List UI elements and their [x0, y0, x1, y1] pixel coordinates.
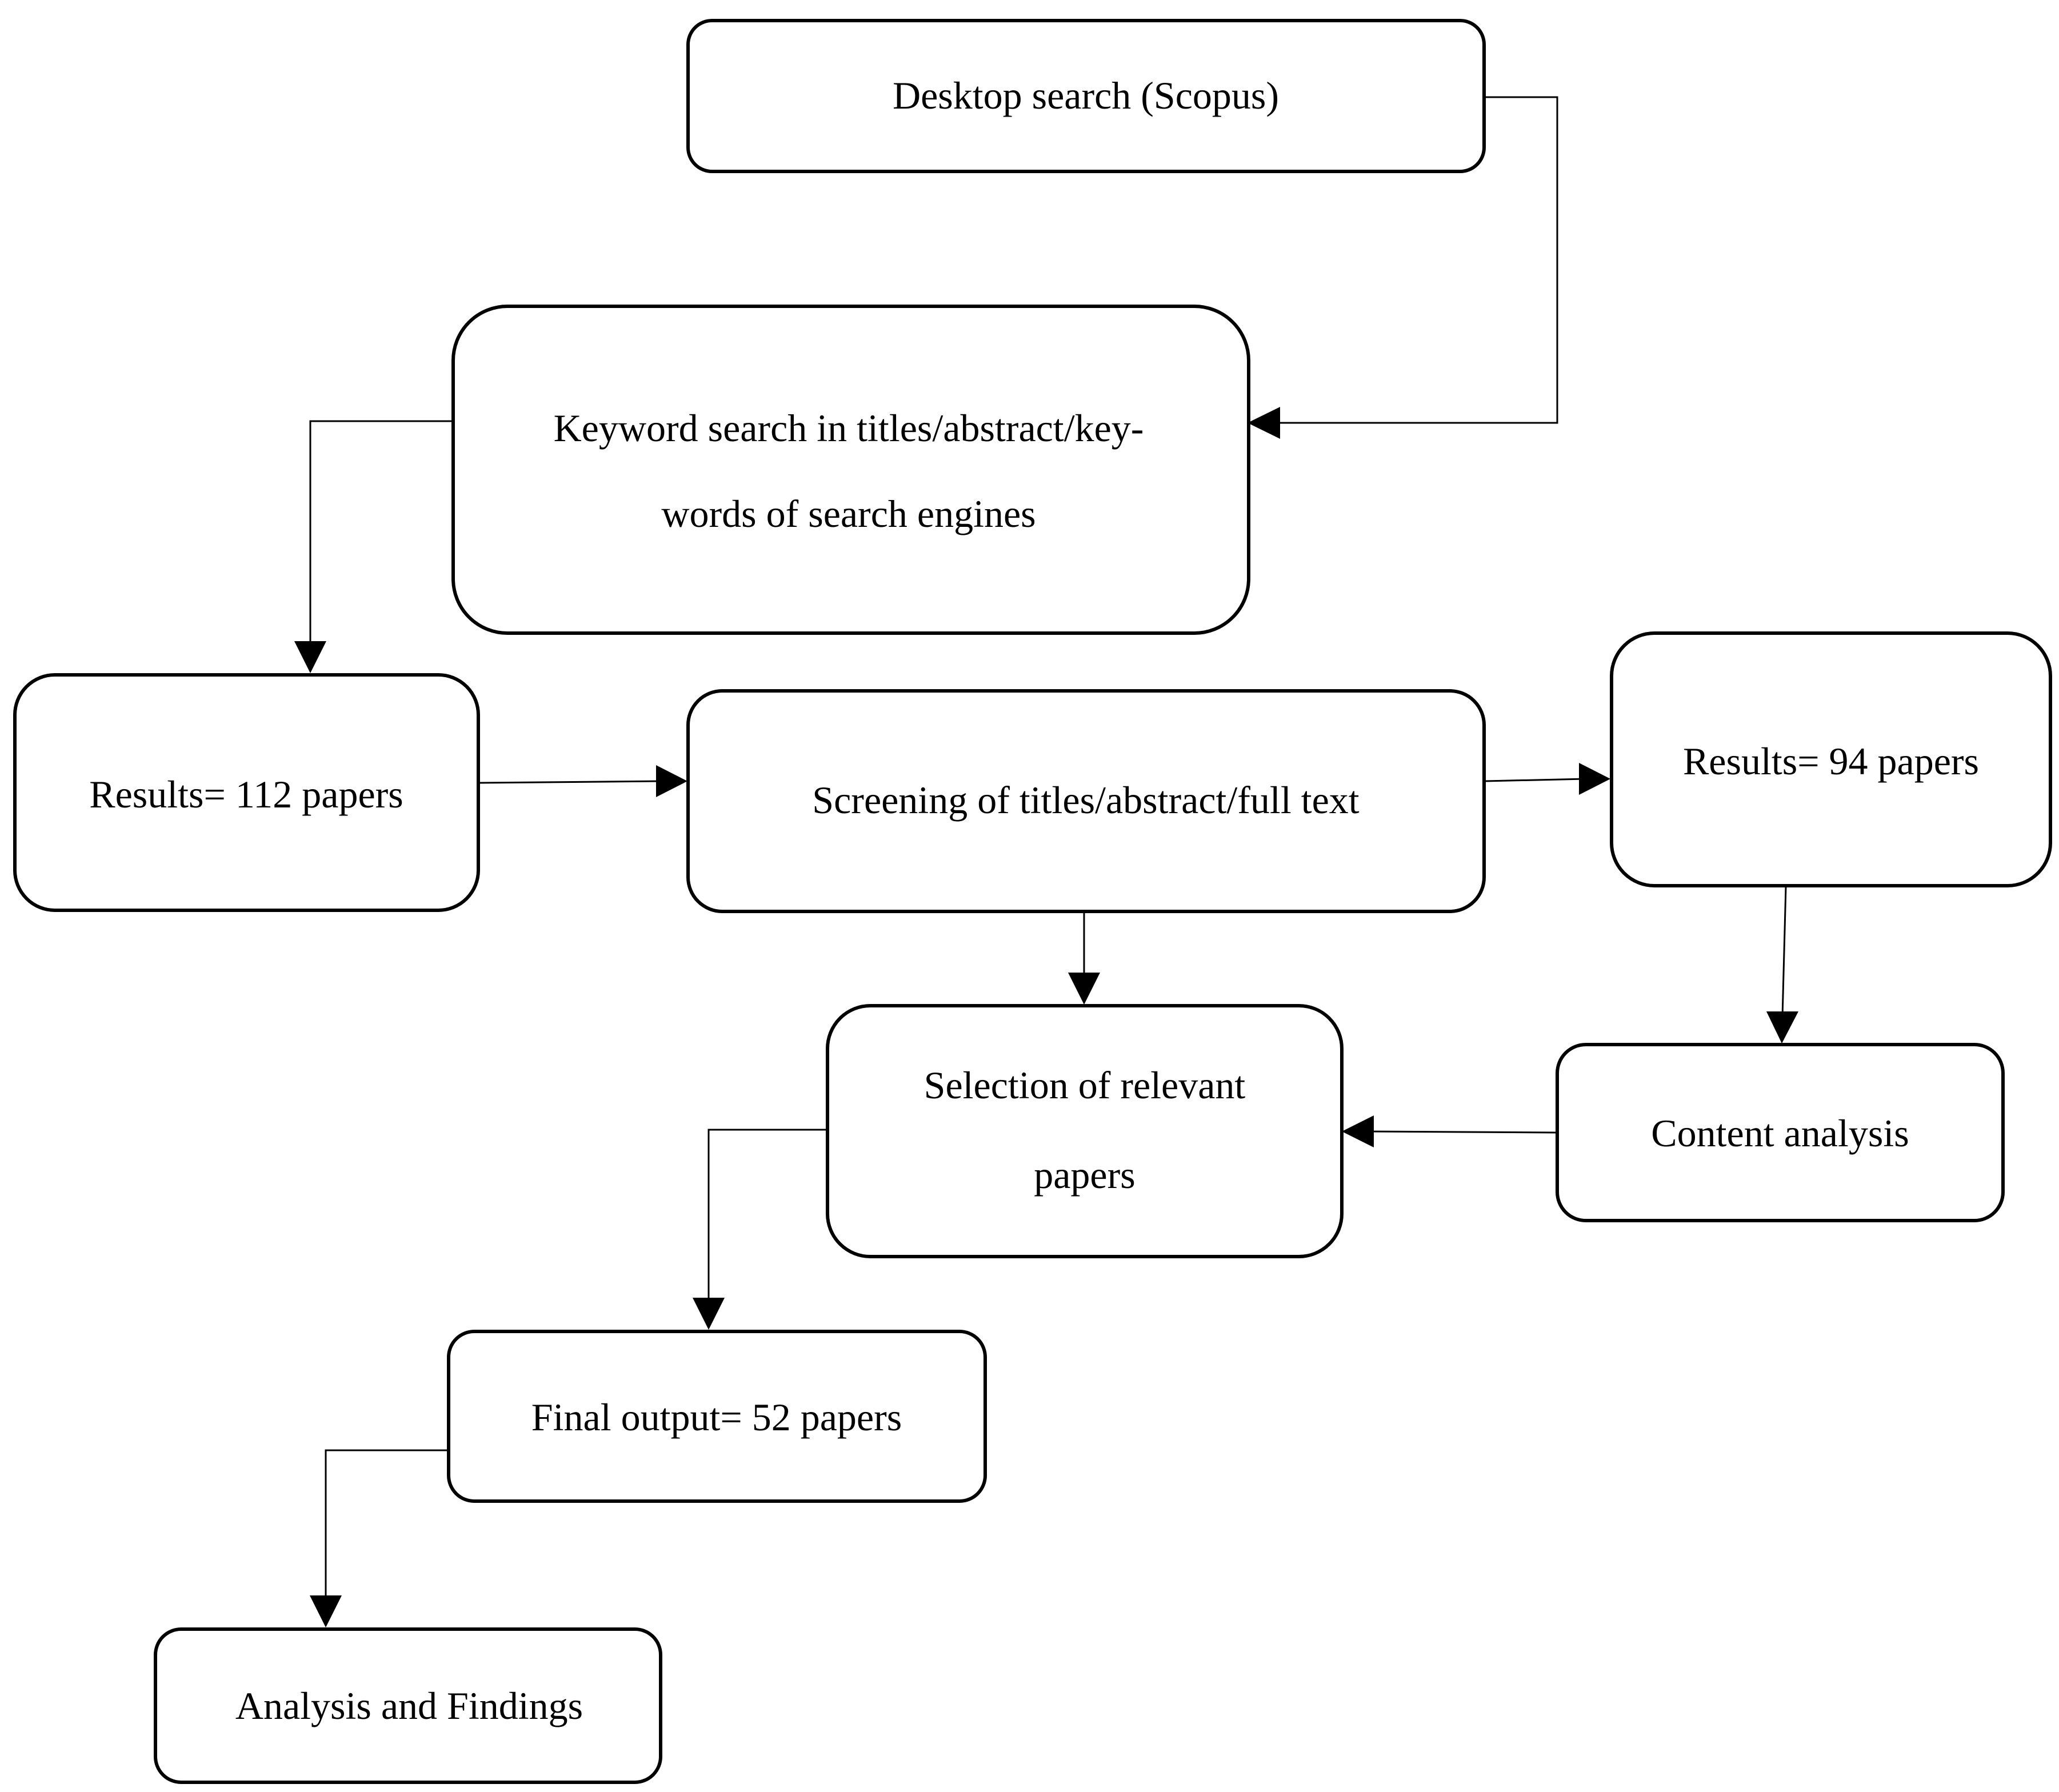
node-label-line: Results= 112 papers [89, 773, 403, 816]
node-label-line: Selection of relevant [924, 1063, 1246, 1107]
edge-desktop-search-to-keyword-search [1248, 96, 1558, 439]
node-label-line: Analysis and Findings [235, 1684, 583, 1727]
node-label-line: Screening of titles/abstract/full text [812, 778, 1359, 822]
edge-content-analysis-to-selection [1342, 1115, 1557, 1147]
node-analysis-findings: Analysis and Findings [154, 1627, 662, 1784]
node-results-112: Results= 112 papers [13, 673, 480, 912]
edge-selection-to-final-output [693, 1129, 827, 1330]
edge-keyword-search-to-results-112 [294, 420, 451, 673]
node-results-94: Results= 94 papers [1610, 631, 2052, 887]
node-label-line: words of search engines [661, 492, 1036, 535]
node-desktop-search: Desktop search (Scopus) [686, 19, 1486, 173]
edge-screening-to-selection [1068, 912, 1100, 1005]
node-label-line: Final output= 52 papers [531, 1395, 902, 1439]
edges [294, 96, 1798, 1627]
node-screening: Screening of titles/abstract/full text [686, 689, 1486, 913]
edge-results-94-to-content-analysis [1766, 886, 1798, 1043]
edge-screening-to-results-94 [1484, 763, 1610, 795]
node-content-analysis: Content analysis [1556, 1043, 2005, 1222]
node-selection: Selection of relevant papers [826, 1004, 1344, 1258]
edge-results-112-to-screening [478, 765, 687, 797]
node-final-output: Final output= 52 papers [447, 1330, 987, 1503]
edge-final-output-to-analysis-findings [310, 1449, 449, 1627]
node-label-line: Keyword search in titles/abstract/key- [554, 406, 1144, 450]
node-label-line: Content analysis [1651, 1111, 1909, 1155]
node-label-line: Desktop search (Scopus) [893, 74, 1279, 117]
node-label-line: Results= 94 papers [1683, 739, 1979, 783]
node-keyword-search: Keyword search in titles/abstract/key- w… [451, 305, 1250, 635]
node-label-line: papers [1034, 1153, 1135, 1197]
